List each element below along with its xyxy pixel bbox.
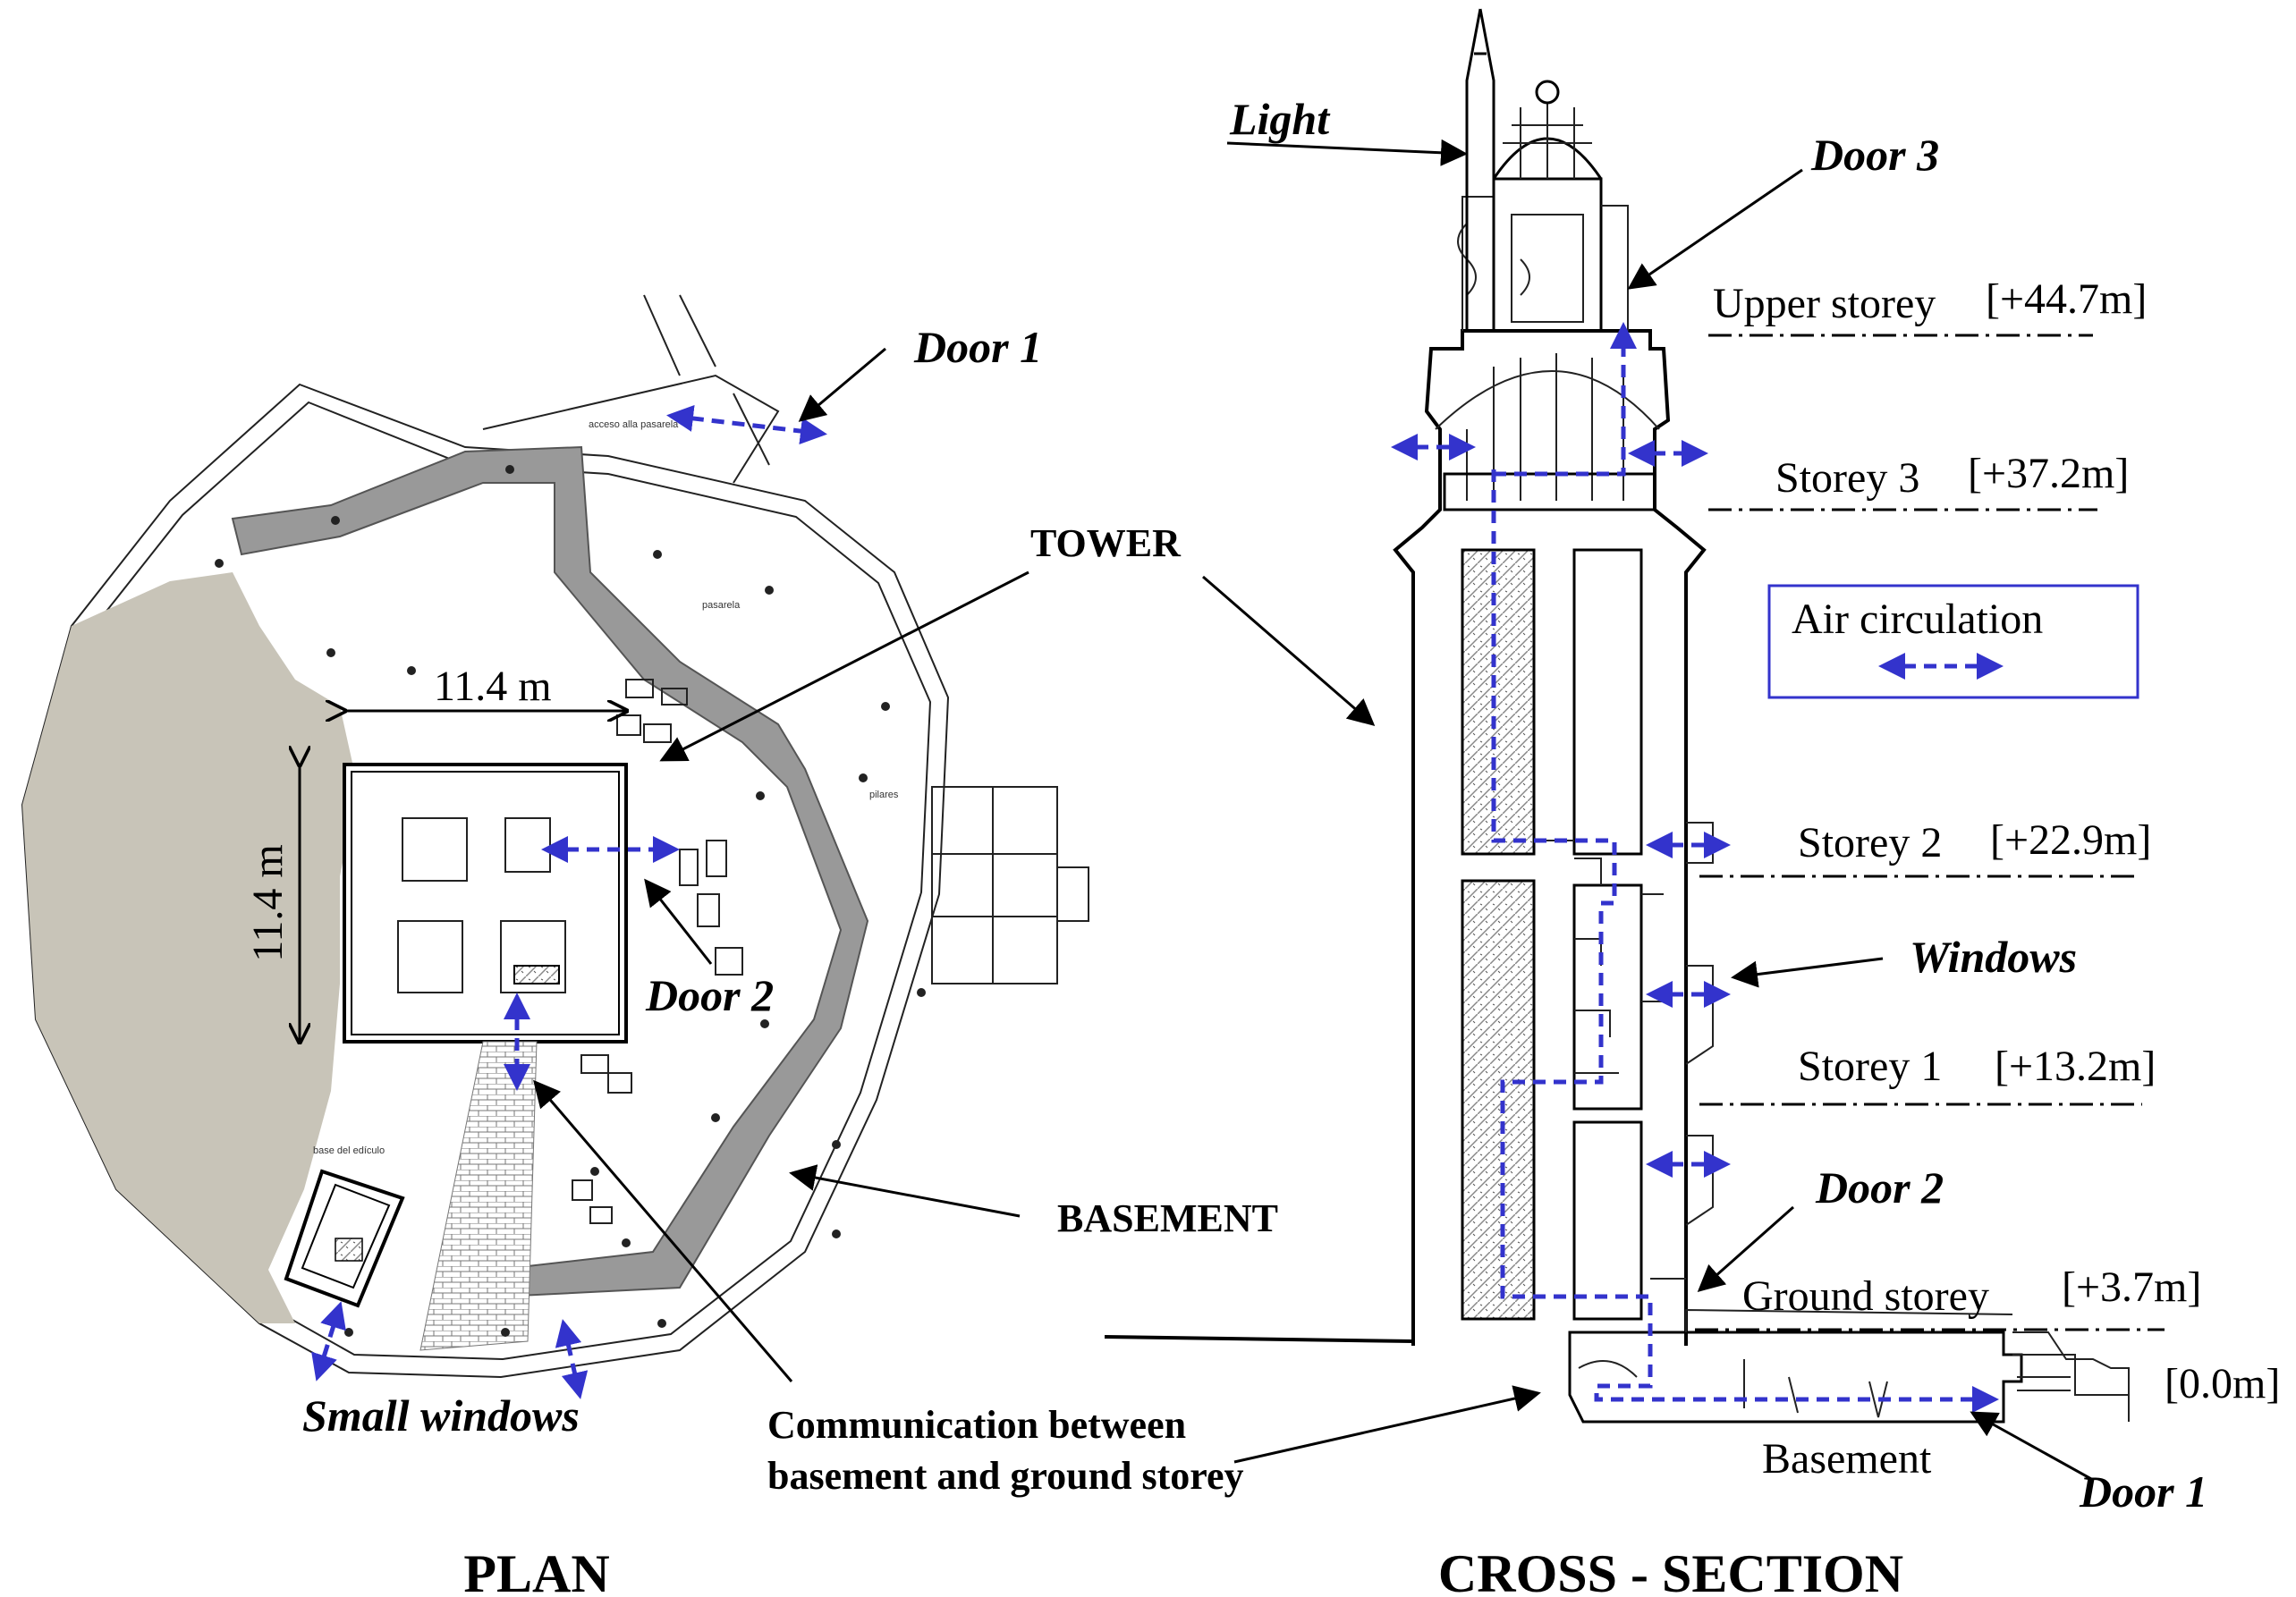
level-name-upper-storey: Upper storey [1713, 280, 1936, 327]
label-windows: Windows [1910, 932, 2077, 982]
label-door2-plan: Door 2 [645, 970, 774, 1020]
lantern [1457, 80, 1629, 333]
plan-drawing: acceso alla pasarela pasarela pilares ba… [21, 294, 1278, 1597]
label-communication-2: basement and ground storey [767, 1454, 1244, 1498]
tiny-label-pilares: pilares [869, 790, 899, 800]
pointer-tower [659, 570, 1029, 762]
plan-edicule-base [284, 1169, 405, 1308]
plan-dots [215, 465, 926, 1337]
level-elev-ground: [+3.7m] [2062, 1263, 2201, 1311]
shaft-right-upper [1572, 548, 1643, 856]
caption-cross-section: CROSS - SECTION [1438, 1544, 1903, 1597]
label-dim-vertical: 11.4 m [244, 844, 292, 962]
pointer-door3 [1627, 168, 1803, 290]
level-elev-upper-storey: [+44.7m] [1986, 275, 2147, 323]
section-drawing: Light Door 3 Upper storey [+44.7m] Store… [1104, 8, 2280, 1597]
level-name-storey2: Storey 2 [1798, 819, 1942, 866]
pointer-communication [533, 1079, 793, 1382]
label-basement-section: Basement [1762, 1435, 1932, 1483]
section-windows [1650, 822, 1714, 1280]
air-path-main [1491, 469, 1999, 1413]
shaft-left-hatched-lower [1461, 879, 1536, 1321]
label-light: Light [1229, 94, 1331, 144]
tiny-label-pasarela: pasarela [702, 600, 741, 611]
tiny-label-base: base del edículo [313, 1145, 385, 1156]
level-elev-storey1: [+13.2m] [1995, 1043, 2156, 1090]
tower-outline [1393, 329, 1707, 1346]
shaft-right-lower [1572, 1120, 1643, 1321]
pointer-door2 [644, 878, 713, 965]
pointer-basement-section [1233, 1385, 1541, 1464]
pointer-door1 [798, 347, 886, 422]
plan-brick-ramp [419, 1041, 538, 1351]
air-arrow-small-window-2 [555, 1319, 589, 1399]
level-name-storey3: Storey 3 [1775, 454, 1919, 502]
label-door1-plan: Door 1 [913, 322, 1042, 372]
upper-vault [1435, 353, 1660, 501]
pointer-tower-section [1202, 575, 1376, 726]
section-basement [1568, 1308, 2130, 1424]
tiny-label-acceso: acceso alla pasarela [589, 419, 679, 430]
label-basement: BASEMENT [1057, 1196, 1278, 1240]
level-elev-storey2: [+22.9m] [1990, 816, 2151, 864]
label-door2-section: Door 2 [1815, 1162, 1944, 1213]
level-name-ground: Ground storey [1742, 1272, 1989, 1320]
label-communication-1: Communication between [767, 1403, 1186, 1447]
label-door3: Door 3 [1810, 130, 1939, 180]
storey3-floor [1443, 472, 1656, 511]
plan-tower-square [343, 763, 628, 1044]
label-tower: TOWER [1030, 521, 1182, 565]
air-arrow-door1 [666, 405, 827, 444]
pointer-basement [789, 1164, 1021, 1218]
legend-air-circulation: Air circulation [1767, 584, 2139, 699]
label-dim-horizontal: 11.4 m [434, 663, 552, 710]
pointer-windows [1731, 957, 1884, 988]
rock-area [22, 572, 358, 1323]
section-ground-line [1104, 1335, 1414, 1343]
plan-rubble [572, 679, 743, 1224]
access-bridge [482, 294, 780, 484]
level-elev-zero: [0.0m] [2165, 1360, 2280, 1407]
pointer-door2-section [1697, 1205, 1794, 1292]
shaft-left-hatched-upper [1461, 548, 1536, 856]
spire [1465, 8, 1495, 331]
label-door1-section: Door 1 [2079, 1466, 2207, 1517]
east-annex [931, 786, 1089, 984]
air-path-upper [1494, 322, 1637, 477]
level-elev-storey3: [+37.2m] [1968, 450, 2129, 497]
caption-plan: PLAN [463, 1544, 609, 1597]
legend-label: Air circulation [1792, 596, 2043, 643]
shaft-right-middle [1572, 883, 1643, 1111]
level-name-storey1: Storey 1 [1798, 1043, 1942, 1090]
label-small-windows: Small windows [302, 1390, 580, 1441]
air-arrow-small-window-1 [311, 1301, 346, 1382]
pointer-door1-section [1970, 1411, 2094, 1482]
pointer-light [1226, 139, 1468, 166]
